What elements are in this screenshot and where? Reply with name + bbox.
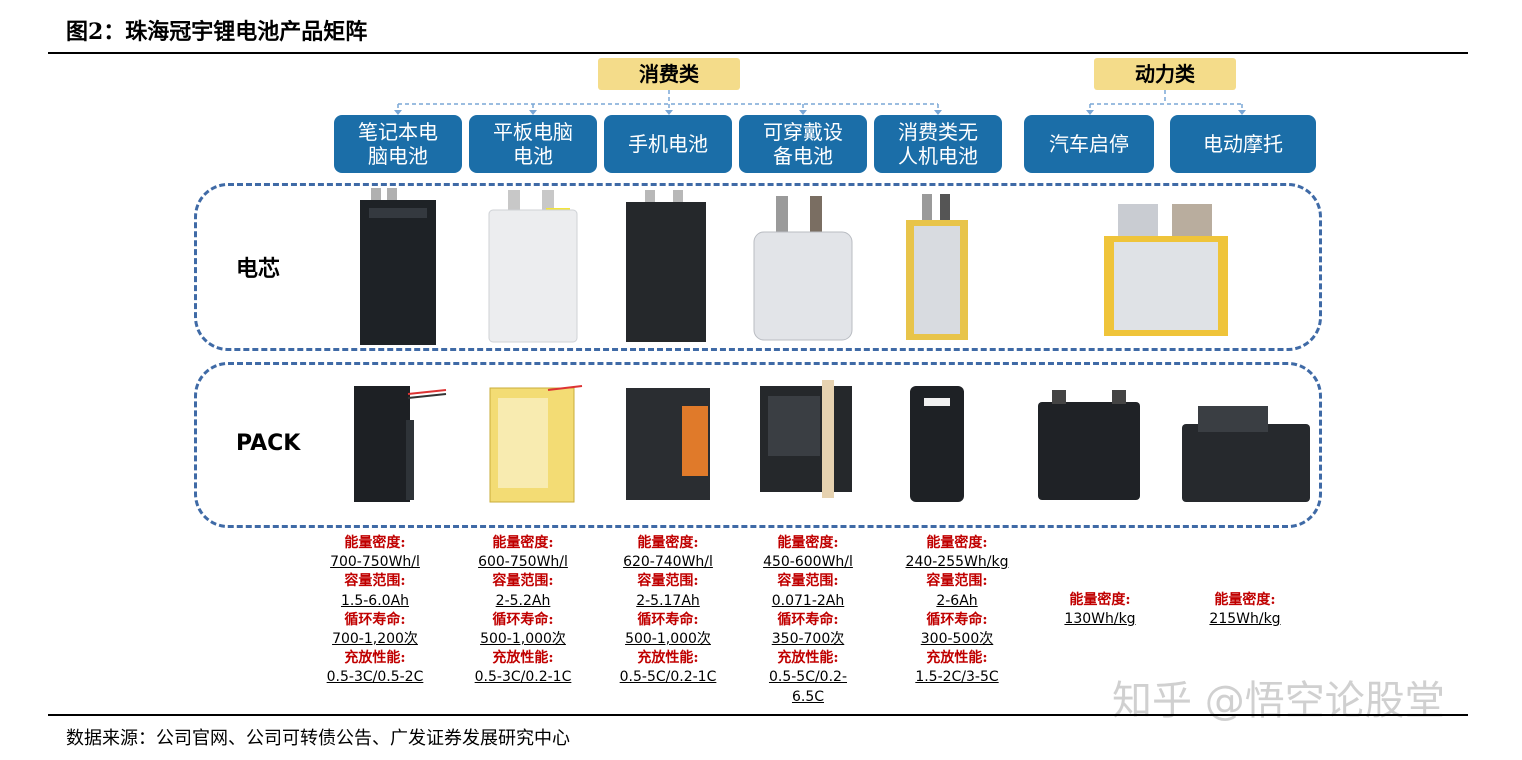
top-rule: [48, 52, 1468, 54]
wearable-cell-image: [753, 196, 853, 341]
spec-tablet: 能量密度: 600-750Wh/l 容量范围: 2-5.2Ah 循环寿命: 50…: [474, 535, 572, 686]
row-label-pack: PACK: [236, 431, 301, 456]
category-consumer: 消费类: [598, 58, 740, 90]
spec-start-stop: 能量密度: 130Wh/kg: [1064, 592, 1136, 628]
product-wearable-battery: 可穿戴设 备电池: [739, 115, 867, 173]
row-label-cell: 电芯: [236, 256, 281, 282]
cell-row-region: [194, 183, 1322, 351]
notebook-pack-image: [354, 386, 447, 502]
tablet-cell-image: [488, 190, 578, 343]
e-motorcycle-pack-image: [1182, 406, 1310, 502]
spec-wearable: 能量密度: 450-600Wh/l 容量范围: 0.071-2Ah 循环寿命: …: [763, 535, 853, 705]
spec-phone: 能量密度: 620-740Wh/l 容量范围: 2-5.17Ah 循环寿命: 5…: [619, 535, 717, 686]
pack-row-region: [194, 362, 1322, 528]
product-e-motorcycle: 电动摩托: [1170, 115, 1316, 173]
power-cell-image: [1104, 204, 1228, 336]
connector-lines: [394, 90, 1246, 115]
phone-pack-image: [626, 388, 710, 500]
drone-cell-image: [906, 194, 968, 340]
watermark: 知乎 @悟空论股堂: [1112, 678, 1445, 724]
category-power: 动力类: [1094, 58, 1236, 90]
source-note: 数据来源：公司官网、公司可转债公告、广发证券发展研究中心: [66, 728, 570, 749]
tablet-pack-image: [489, 385, 583, 503]
product-start-stop: 汽车启停: [1024, 115, 1154, 173]
product-notebook-battery: 笔记本电 脑电池: [334, 115, 462, 173]
phone-cell-image: [626, 190, 706, 342]
wearable-pack-image: [760, 380, 852, 498]
product-phone-battery: 手机电池: [604, 115, 732, 173]
drone-pack-image: [910, 386, 964, 502]
start-stop-pack-image: [1038, 390, 1140, 500]
notebook-cell-image: [360, 188, 436, 345]
figure-title: 图2：珠海冠宇锂电池产品矩阵: [66, 19, 368, 45]
product-drone-battery: 消费类无 人机电池: [874, 115, 1002, 173]
spec-notebook: 能量密度: 700-750Wh/l 容量范围: 1.5-6.0Ah 循环寿命: …: [326, 535, 424, 686]
spec-drone: 能量密度: 240-255Wh/kg 容量范围: 2-6Ah 循环寿命: 300…: [905, 535, 1009, 686]
spec-e-motorcycle: 能量密度: 215Wh/kg: [1209, 592, 1281, 628]
bottom-rule: [48, 714, 1468, 716]
product-tablet-battery: 平板电脑 电池: [469, 115, 597, 173]
